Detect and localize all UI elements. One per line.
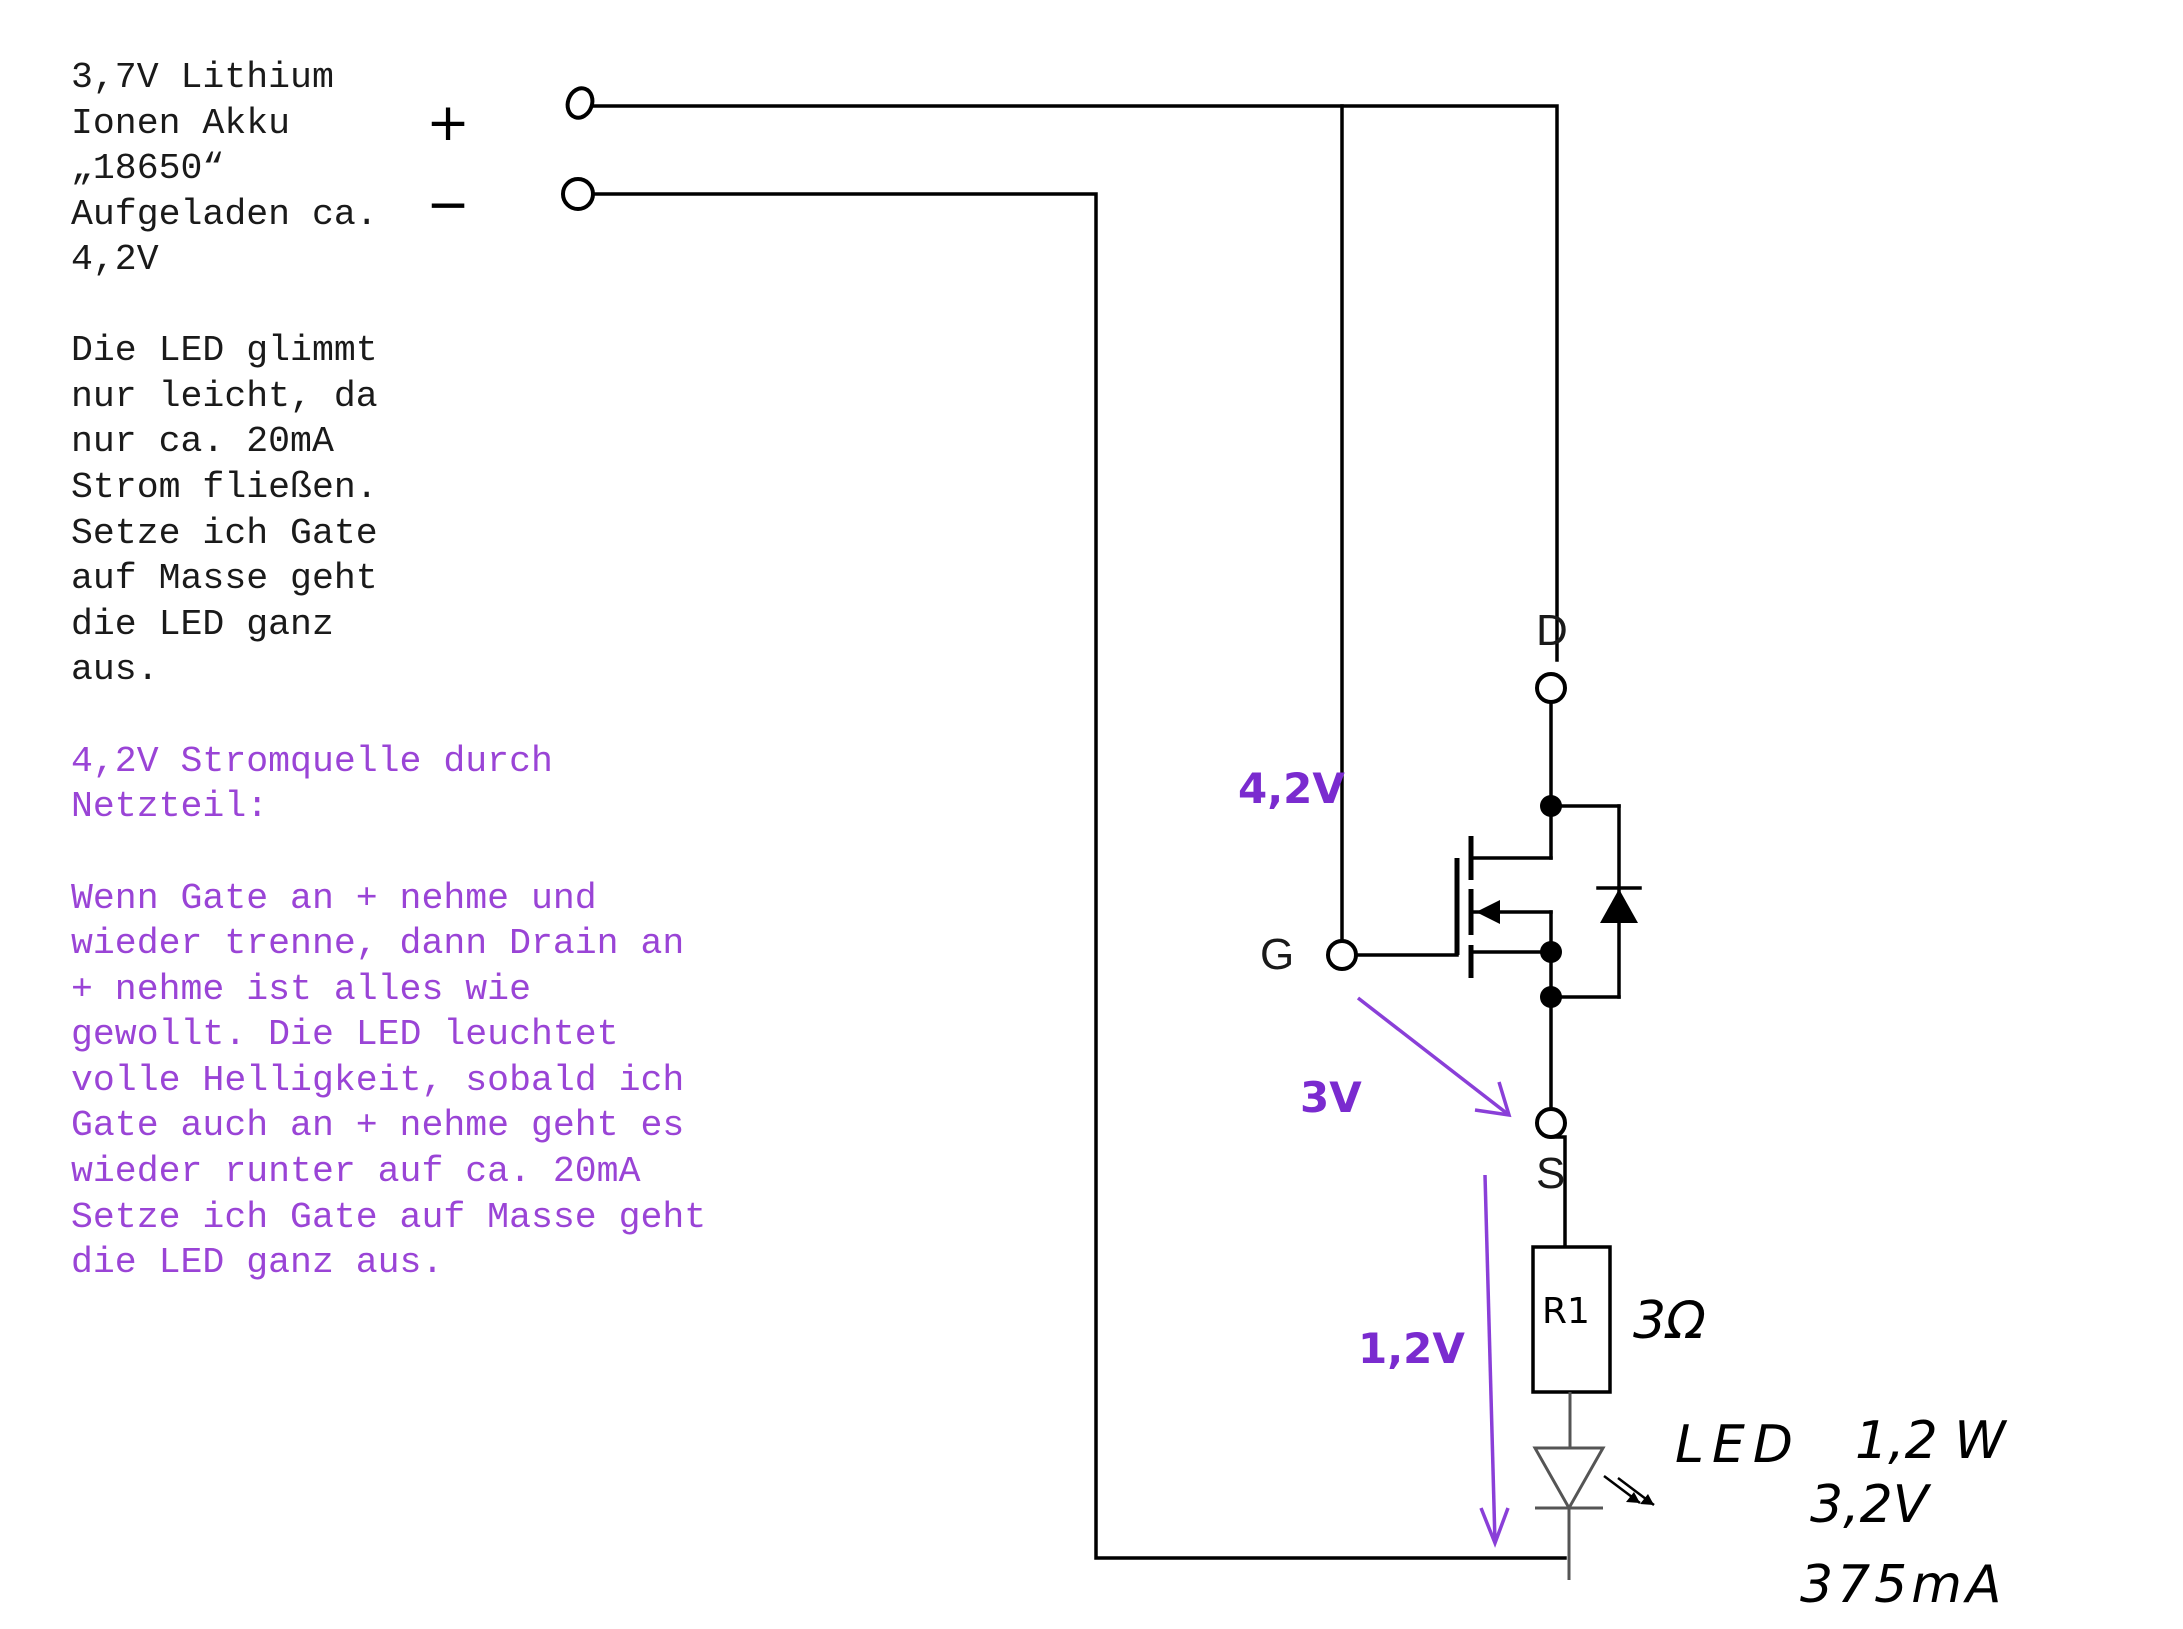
gs-voltage-arrow — [1356, 996, 1511, 1117]
source-to-resistor-wire — [1549, 1135, 1567, 1249]
resistor-r1 — [1531, 1245, 1612, 1394]
drain-label: D — [1536, 606, 1568, 655]
gs-voltage-label: 3V — [1300, 1073, 1362, 1122]
junction-dot — [1540, 795, 1562, 817]
psu-detail-line: wieder runter auf ca. 20mA — [71, 1151, 641, 1192]
battery-note-line: „18650“ — [71, 148, 224, 189]
led-note-line: nur ca. 20mA — [71, 421, 334, 462]
plus-terminal — [565, 86, 595, 120]
junction-dot — [1540, 941, 1562, 963]
led-note-line: Die LED glimmt — [71, 330, 378, 371]
psu-detail-line: gewollt. Die LED leuchtet — [71, 1014, 619, 1055]
battery-note-line: Aufgeladen ca. — [71, 194, 378, 235]
junction-dot — [1540, 986, 1562, 1008]
mosfet: D G S — [1260, 606, 1642, 1198]
psu-note: 4,2V Stromquelle durch Netzteil: — [71, 741, 575, 827]
gate-voltage-label: 4,2V — [1238, 764, 1345, 813]
psu-detail-line: volle Helligkeit, sobald ich — [71, 1060, 684, 1101]
psu-detail-line: Setze ich Gate auf Masse geht — [71, 1197, 706, 1238]
psu-note-line: Netzteil: — [71, 786, 268, 827]
led-note-line: Strom fließen. — [71, 467, 378, 508]
battery-note: 3,7V Lithium Ionen Akku „18650“ Aufgelad… — [71, 57, 400, 280]
psu-detail-line: + nehme ist alles wie — [71, 969, 531, 1010]
psu-note-line: 4,2V Stromquelle durch — [71, 741, 553, 782]
drain-pin — [1535, 672, 1567, 704]
gate-pin — [1326, 939, 1358, 971]
battery-note-line: 3,7V Lithium — [71, 57, 334, 98]
plus-sign: + — [426, 93, 470, 153]
body-arrow-icon — [1476, 900, 1500, 924]
resistor-value: 3Ω — [1633, 1291, 1706, 1351]
led-note-line: die LED ganz — [71, 604, 334, 645]
resistor-voltage-label: 1,2V — [1358, 1324, 1465, 1373]
led-label: LED — [1675, 1415, 1801, 1475]
led-note: Die LED glimmt nur leicht, da nur ca. 20… — [71, 330, 400, 690]
psu-detail-line: Gate auch an + nehme geht es — [71, 1105, 684, 1146]
led-emission-arrow-icon — [1626, 1492, 1640, 1503]
source-label: S — [1536, 1149, 1565, 1198]
psu-detail-line: Wenn Gate an + nehme und — [71, 878, 597, 919]
psu-detail-note: Wenn Gate an + nehme und wieder trenne, … — [71, 878, 728, 1283]
gs-voltage-arrow-head-icon — [1474, 1081, 1512, 1118]
led-power: 1,2 W — [1855, 1411, 2008, 1471]
psu-detail-line: die LED ganz aus. — [71, 1242, 443, 1283]
source-pin — [1535, 1107, 1567, 1139]
resistor-voltage-arrow — [1483, 1174, 1497, 1544]
led-current: 375mA — [1800, 1555, 2005, 1615]
led-note-line: nur leicht, da — [71, 376, 378, 417]
resistor-voltage-arrow-head-icon — [1479, 1507, 1510, 1548]
led-note-line: Setze ich Gate — [71, 513, 378, 554]
minus-sign: − — [426, 175, 470, 235]
battery-note-line: Ionen Akku — [71, 103, 290, 144]
led-icon — [1532, 1446, 1606, 1512]
ground-return-wire — [591, 192, 1567, 1560]
led-emission-arrow-icon — [1640, 1494, 1654, 1505]
battery-note-line: 4,2V — [71, 239, 159, 280]
led-voltage: 3,2V — [1810, 1475, 1932, 1535]
led-note-line: auf Masse geht — [71, 558, 378, 599]
body-diode-icon — [1600, 889, 1638, 923]
plus-rail-to-drain — [591, 104, 1559, 662]
gate-label: G — [1260, 930, 1294, 979]
resistor-name: R1 — [1542, 1291, 1590, 1332]
minus-terminal — [561, 177, 595, 211]
led-note-line: aus. — [71, 649, 159, 690]
psu-detail-line: wieder trenne, dann Drain an — [71, 923, 684, 964]
